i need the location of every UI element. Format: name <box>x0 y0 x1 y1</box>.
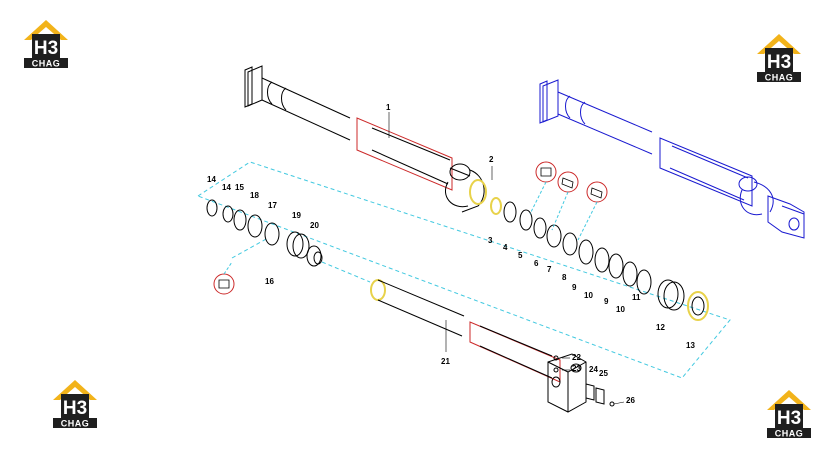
part-label-15: 15 <box>235 183 244 192</box>
ring-18 <box>247 214 263 238</box>
part-label-4: 4 <box>503 243 508 252</box>
fittings <box>553 355 615 407</box>
part-label-5: 5 <box>518 251 523 260</box>
ring-6 <box>533 217 547 239</box>
part-label-10a: 10 <box>584 291 593 300</box>
part-label-3: 3 <box>488 236 493 245</box>
part-label-17: 17 <box>268 201 277 210</box>
part-label-18: 18 <box>250 191 259 200</box>
brand-logo-bottom-left: H3 CHAG <box>47 376 103 428</box>
piston-rod <box>370 279 587 413</box>
part-label-10b: 10 <box>616 305 625 314</box>
ring-19 <box>286 231 304 257</box>
part-label-24: 24 <box>589 365 598 374</box>
ring-4 <box>503 201 517 223</box>
part-label-12: 12 <box>656 323 665 332</box>
part-label-13: 13 <box>686 341 695 350</box>
label-leaders <box>388 112 625 405</box>
part-labels: 1 2 3 4 5 6 7 8 9 10 9 10 11 12 13 14 14… <box>207 103 695 405</box>
svg-text:CHAG: CHAG <box>61 419 90 429</box>
svg-text:CHAG: CHAG <box>765 73 794 83</box>
svg-text:H3: H3 <box>767 52 791 73</box>
part-label-23: 23 <box>572 364 581 373</box>
ring-9a <box>578 239 594 265</box>
part-label-16: 16 <box>265 277 274 286</box>
ring-10b <box>622 261 638 287</box>
assembled-cylinder <box>539 79 805 239</box>
part-label-22: 22 <box>572 353 581 362</box>
ring-14a <box>206 199 218 217</box>
part-label-14b: 14 <box>222 183 231 192</box>
detail-callouts <box>213 161 608 295</box>
svg-text:H3: H3 <box>777 408 801 429</box>
seal-rings <box>206 197 709 321</box>
part-label-2: 2 <box>489 155 494 164</box>
part-label-26: 26 <box>626 396 635 405</box>
assembly-guide-dashed <box>196 161 731 379</box>
brand-logo-bottom-right: H3 CHAG <box>761 386 817 438</box>
svg-text:H3: H3 <box>63 398 87 419</box>
ring-3 <box>490 197 502 215</box>
part-label-7: 7 <box>547 265 552 274</box>
ring-17 <box>264 222 280 246</box>
cylinder-barrel <box>244 65 487 213</box>
svg-text:CHAG: CHAG <box>32 59 61 69</box>
svg-text:CHAG: CHAG <box>775 429 804 439</box>
part-label-14a: 14 <box>207 175 216 184</box>
part-label-1: 1 <box>386 103 391 112</box>
ring-12 <box>657 279 679 309</box>
callout-leaders <box>223 181 598 275</box>
part-label-9a: 9 <box>572 283 577 292</box>
part-label-20: 20 <box>310 221 319 230</box>
ring-9b <box>608 253 624 279</box>
part-label-11: 11 <box>632 293 641 302</box>
part-label-8: 8 <box>562 273 567 282</box>
ring-7 <box>546 224 562 248</box>
ring-11 <box>636 269 652 295</box>
part-label-19: 19 <box>292 211 301 220</box>
ring-15 <box>233 209 247 231</box>
svg-text:H3: H3 <box>34 38 58 59</box>
ring-20 <box>306 245 322 267</box>
part-label-6: 6 <box>534 259 539 268</box>
brand-logo-top-right: H3 CHAG <box>751 30 807 82</box>
ring-5 <box>519 209 533 231</box>
ring-8 <box>562 232 578 256</box>
ring-14b <box>222 205 234 223</box>
ring-10a <box>594 247 610 273</box>
brand-logo-top-left: H3 CHAG <box>18 16 74 68</box>
detail-callout-contents <box>218 167 603 289</box>
ring-13 <box>687 291 709 321</box>
part-label-21: 21 <box>441 357 450 366</box>
part-label-9b: 9 <box>604 297 609 306</box>
part-label-25: 25 <box>599 369 608 378</box>
